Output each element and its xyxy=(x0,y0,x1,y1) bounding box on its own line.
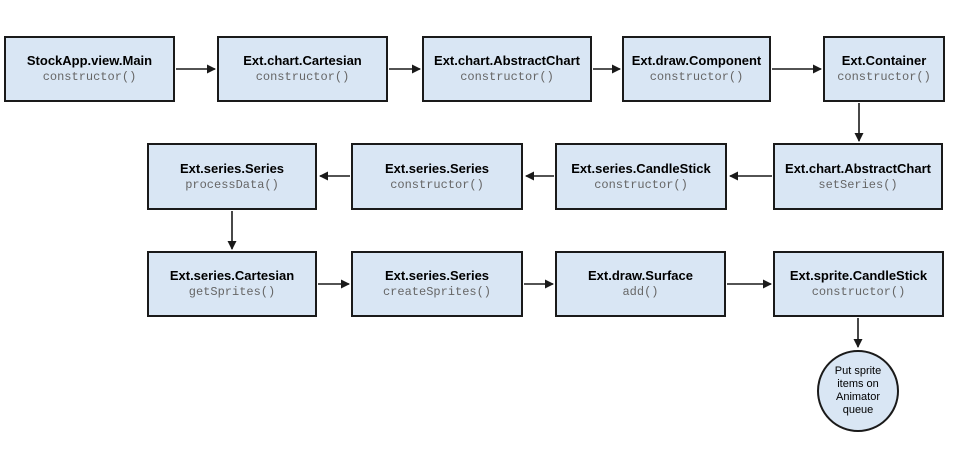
node-class-name: Ext.series.Series xyxy=(384,160,490,176)
node-method-name: constructor() xyxy=(811,285,906,299)
node-ext-chart-abstractchart-constructor: Ext.chart.AbstractChart constructor() xyxy=(422,36,592,102)
node-class-name: Ext.chart.AbstractChart xyxy=(785,160,931,176)
node-class-name: Ext.draw.Component xyxy=(631,53,762,68)
node-class-name: Ext.series.Series xyxy=(179,160,285,176)
node-ext-sprite-candlestick: Ext.sprite.CandleStick constructor() xyxy=(773,251,944,317)
node-ext-container: Ext.Container constructor() xyxy=(823,36,945,102)
node-class-name: StockApp.view.Main xyxy=(26,53,153,68)
node-ext-series-candlestick: Ext.series.CandleStick constructor() xyxy=(555,143,727,210)
terminal-line: Animator xyxy=(835,391,881,403)
node-method-name: setSeries() xyxy=(818,177,898,192)
terminal-node-animator-queue: Put sprite items on Animator queue xyxy=(817,350,899,432)
terminal-line: items on xyxy=(837,378,879,390)
node-method-name: constructor() xyxy=(255,70,350,84)
node-class-name: Ext.chart.AbstractChart xyxy=(434,53,580,68)
node-ext-chart-abstractchart-setseries: Ext.chart.AbstractChart setSeries() xyxy=(773,143,943,210)
node-method-name: processData() xyxy=(185,177,279,192)
node-method-name: constructor() xyxy=(390,177,484,192)
node-class-name: Ext.sprite.CandleStick xyxy=(789,268,928,283)
node-method-name: getSprites() xyxy=(188,285,276,299)
node-method-name: constructor() xyxy=(649,70,744,84)
node-method-name: constructor() xyxy=(594,177,688,192)
node-method-name: add() xyxy=(622,285,659,299)
node-ext-series-cartesian: Ext.series.Cartesian getSprites() xyxy=(147,251,317,317)
node-method-name: createSprites() xyxy=(382,285,492,299)
node-ext-draw-component: Ext.draw.Component constructor() xyxy=(622,36,771,102)
node-class-name: Ext.series.Series xyxy=(384,268,490,283)
node-ext-chart-cartesian: Ext.chart.Cartesian constructor() xyxy=(217,36,388,102)
node-class-name: Ext.series.CandleStick xyxy=(571,160,711,176)
terminal-line: Put sprite xyxy=(834,365,882,377)
node-ext-draw-surface: Ext.draw.Surface add() xyxy=(555,251,726,317)
node-class-name: Ext.chart.Cartesian xyxy=(243,53,362,68)
node-ext-series-series-createsprites: Ext.series.Series createSprites() xyxy=(351,251,523,317)
node-method-name: constructor() xyxy=(837,70,931,84)
node-class-name: Ext.Container xyxy=(841,53,927,68)
node-method-name: constructor() xyxy=(42,70,137,84)
node-method-name: constructor() xyxy=(460,70,554,84)
node-class-name: Ext.draw.Surface xyxy=(587,268,693,283)
node-ext-series-series-constructor: Ext.series.Series constructor() xyxy=(351,143,523,210)
terminal-line: queue xyxy=(842,404,874,416)
node-ext-series-series-processdata: Ext.series.Series processData() xyxy=(147,143,317,210)
node-stockapp-view-main: StockApp.view.Main constructor() xyxy=(4,36,175,102)
node-class-name: Ext.series.Cartesian xyxy=(169,268,295,283)
